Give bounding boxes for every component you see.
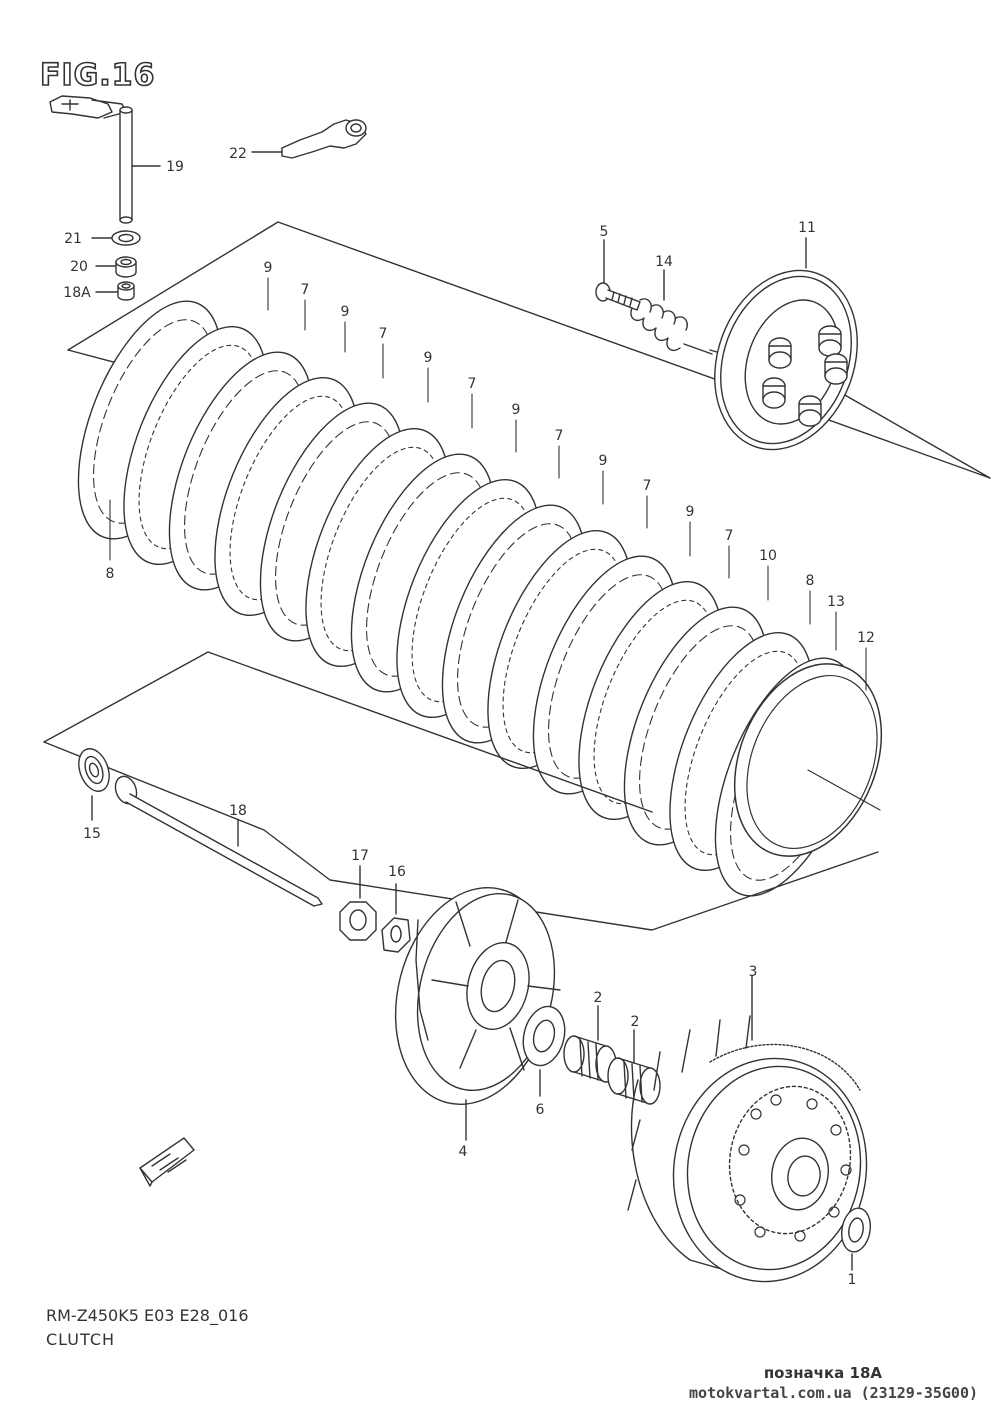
callout-9-d: 9 [512, 402, 521, 418]
lower-frame [43, 651, 653, 813]
clutch-sleeve-hub-4 [394, 886, 561, 1141]
washer-16 [381, 883, 411, 953]
callout-9-c: 9 [424, 350, 433, 366]
callout-18: 18 [229, 803, 247, 819]
release-shaft [49, 95, 161, 224]
callout-8-a: 8 [106, 566, 115, 582]
spring-14 [630, 269, 713, 355]
needle-bearing-2b [607, 1029, 661, 1105]
release-arm-22 [251, 119, 367, 159]
callout-9-f: 9 [686, 504, 695, 520]
callout-7-c: 7 [468, 376, 477, 392]
callout-5: 5 [600, 224, 609, 240]
callout-14: 14 [655, 254, 673, 270]
front-direction-arrow-icon [139, 1137, 195, 1187]
callout-1: 1 [848, 1272, 857, 1288]
callout-8-b: 8 [806, 573, 815, 589]
callout-20: 20 [70, 259, 88, 275]
callout-11: 11 [798, 220, 816, 236]
nut-17 [339, 865, 377, 941]
callout-3: 3 [749, 964, 758, 980]
callout-9-a: 9 [264, 260, 273, 276]
note-label: позначка 18A [763, 1364, 882, 1382]
callout-13: 13 [827, 594, 845, 610]
push-rod-18 [114, 775, 323, 907]
callout-7-e: 7 [643, 478, 652, 494]
bushing-18a [95, 281, 135, 301]
figure-label: FIG.16 [39, 57, 156, 94]
callout-6: 6 [536, 1102, 545, 1118]
washer-1 [840, 1207, 872, 1271]
pressure-plate-11 [714, 237, 858, 451]
callout-9-e: 9 [599, 453, 608, 469]
bolt-5 [595, 239, 641, 311]
oil-seal-21 [91, 230, 141, 246]
callout-7-d: 7 [555, 428, 564, 444]
callout-2-a: 2 [594, 990, 603, 1006]
callout-7-a: 7 [301, 282, 310, 298]
callout-2-b: 2 [631, 1014, 640, 1030]
thrust-washer-6 [522, 1005, 566, 1097]
callout-17: 17 [351, 848, 369, 864]
callout-12: 12 [857, 630, 875, 646]
bearing-20 [95, 256, 137, 278]
callout-15: 15 [83, 826, 101, 842]
clutch-housing-3 [627, 975, 868, 1283]
callout-21: 21 [64, 231, 82, 247]
callout-7-b: 7 [379, 326, 388, 342]
callout-4: 4 [459, 1144, 468, 1160]
spring-seat-inner [746, 674, 878, 850]
needle-bearing-2a [563, 1005, 617, 1083]
callout-22: 22 [229, 146, 247, 162]
frame-line [807, 769, 881, 811]
callout-7-f: 7 [725, 528, 734, 544]
bearing-15 [78, 748, 110, 821]
plate-stack [77, 277, 883, 897]
callout-9-b: 9 [341, 304, 350, 320]
diagram-title: CLUTCH [46, 1330, 116, 1349]
callout-18a: 18A [63, 285, 91, 301]
model-code: RM-Z450K5 E03 E28_016 [46, 1306, 249, 1325]
callout-10: 10 [759, 548, 777, 564]
callout-19: 19 [166, 159, 184, 175]
watermark: motokvartal.com.ua (23129-35G00) [689, 1384, 978, 1402]
callout-16: 16 [388, 864, 406, 880]
